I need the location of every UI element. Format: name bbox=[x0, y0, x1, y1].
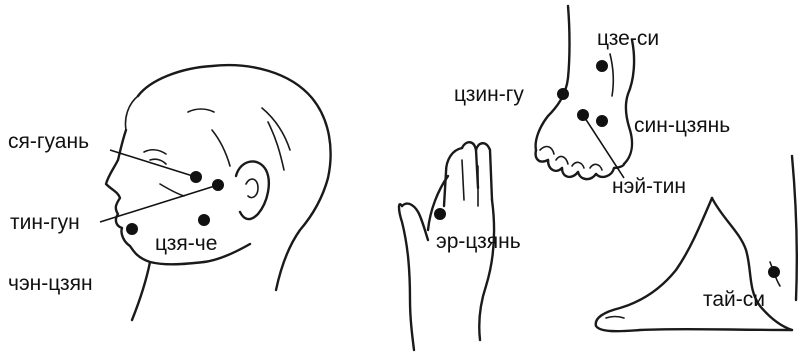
point-tai-si bbox=[768, 266, 780, 278]
point-chen-tszyan bbox=[126, 223, 138, 235]
label-tszya-che: цзя-че bbox=[155, 233, 217, 255]
label-tin-gun: тин-гун bbox=[10, 212, 80, 234]
head-profile-drawing bbox=[106, 65, 331, 320]
point-sin-tszyan bbox=[596, 115, 608, 127]
point-sya-guan bbox=[190, 171, 202, 183]
point-tszya-che bbox=[198, 214, 210, 226]
point-tin-gun bbox=[212, 179, 224, 191]
label-tszin-gu: цзин-гу bbox=[454, 84, 524, 106]
label-nei-tin: нэй-тин bbox=[612, 176, 686, 198]
label-sya-guan: ся-гуань bbox=[8, 131, 89, 153]
label-sin-tszyan: син-цзянь bbox=[634, 115, 730, 137]
leader-lines bbox=[100, 115, 624, 222]
point-nei-tin bbox=[577, 109, 589, 121]
label-er-tszyan: эр-цзянь bbox=[436, 231, 521, 253]
point-er-tszyan bbox=[434, 208, 446, 220]
point-tsze-si bbox=[596, 60, 608, 72]
label-chen-tszyan: чэн-цзян bbox=[8, 273, 93, 295]
label-tai-si: тай-си bbox=[703, 289, 765, 311]
label-tsze-si: цзе-си bbox=[597, 28, 659, 50]
leader-sya-guan bbox=[110, 150, 196, 177]
point-tszin-gu bbox=[557, 88, 569, 100]
